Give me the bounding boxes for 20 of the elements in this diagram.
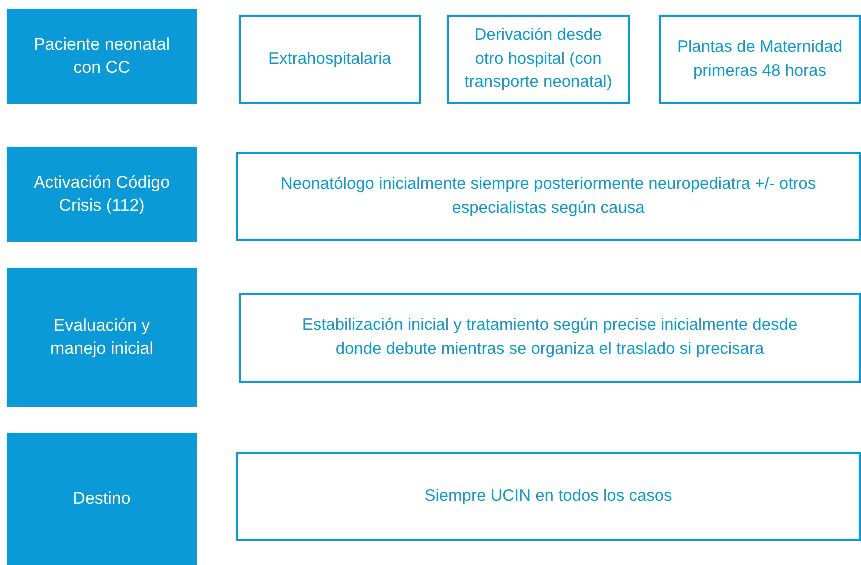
stage-box [7,147,197,242]
stage-label: Destino [73,488,131,510]
stage-box [7,9,197,104]
info-text: Siempre UCIN en todos los casos [424,486,672,507]
stage-label: Paciente neonatal con CC [32,34,172,78]
info-box [236,152,861,241]
info-text: Derivación desde otro hospital (con transporte neonatal) [464,24,614,94]
info-text: Neonatólogo inicialmente siempre posteriormente neuropediatra +/- otros especialistas según causa [280,174,818,218]
info-box [239,293,861,383]
stage-box [7,268,197,407]
info-text: Plantas de Maternidad primeras 48 horas [676,36,844,82]
info-text: Estabilización inicial y tratamiento según precise inicialmente desde donde debute mientras se organiza el traslado si precisara [301,315,799,360]
info-text: Extrahospitalaria [268,48,392,70]
info-box [239,15,421,104]
info-box [447,15,630,104]
stage-label: Evaluación y manejo inicial [50,314,154,360]
stage-box [7,433,197,565]
info-box [659,15,861,104]
info-box [236,452,861,541]
stage-label: Activación Código Crisis (112) [32,172,172,216]
